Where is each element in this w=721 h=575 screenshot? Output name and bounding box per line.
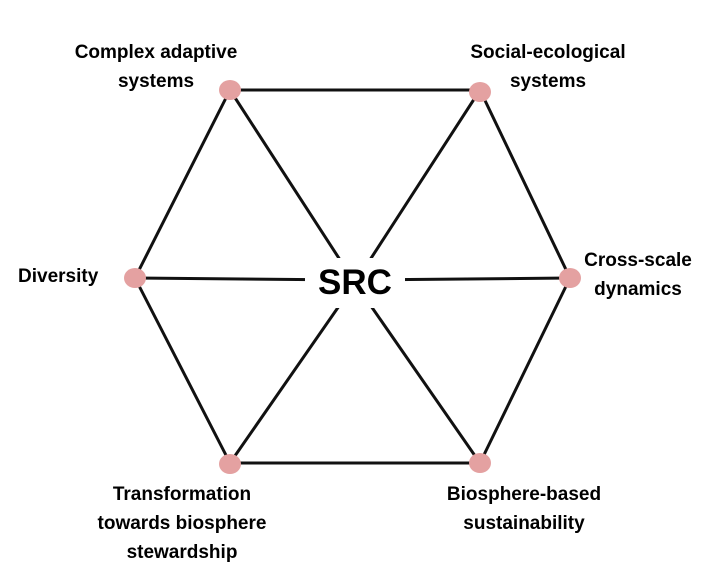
node-dot-complex-adaptive-systems <box>219 80 241 100</box>
edge-upper-left <box>133 88 232 280</box>
label-complex-adaptive-systems: Complex adaptive systems <box>46 38 266 96</box>
node-dot-biosphere-based-sustainability <box>469 453 491 473</box>
label-line: Diversity <box>18 266 99 287</box>
spoke-transformation <box>228 281 357 465</box>
label-line: Social-ecological <box>470 42 626 63</box>
node-dot-social-ecological-systems <box>469 82 491 102</box>
node-dot-cross-scale-dynamics <box>559 268 581 288</box>
label-line: towards biosphere <box>97 513 267 534</box>
label-social-ecological-systems: Social-ecological systems <box>438 38 658 96</box>
label-line: systems <box>117 71 195 92</box>
spoke-social-ecological-systems <box>353 88 482 285</box>
label-biosphere-based-sustainability: Biosphere-based sustainability <box>414 480 634 538</box>
label-line: systems <box>509 71 587 92</box>
label-line: Biosphere-based <box>446 484 602 505</box>
spoke-biosphere-based-sustainability <box>353 281 482 465</box>
node-dot-diversity <box>124 268 146 288</box>
edge-lower-right <box>478 276 572 465</box>
label-cross-scale-dynamics: Cross-scale dynamics <box>568 246 708 304</box>
node-dot-transformation <box>219 454 241 474</box>
edge-upper-right <box>478 88 572 280</box>
label-line: stewardship <box>126 542 238 563</box>
center-label: SRC <box>305 258 405 308</box>
label-transformation: Transformation towards biosphere steward… <box>62 480 302 567</box>
label-line: Cross-scale <box>584 250 692 271</box>
label-line: Transformation <box>112 484 252 505</box>
label-line: Complex adaptive <box>74 42 238 63</box>
edge-lower-left <box>133 276 232 465</box>
label-line: dynamics <box>594 279 682 300</box>
label-line: sustainability <box>463 513 585 534</box>
label-diversity: Diversity <box>18 262 128 291</box>
spoke-complex-adaptive-systems <box>228 88 357 285</box>
